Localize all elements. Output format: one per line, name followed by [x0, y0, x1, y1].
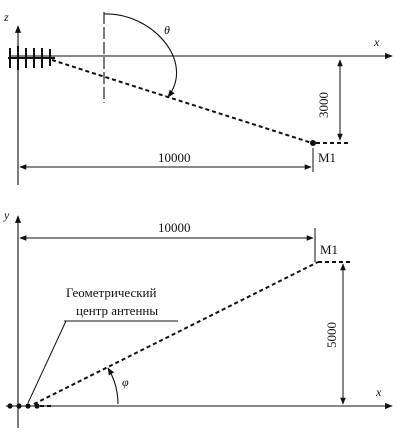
top-m1-label: M1	[318, 150, 336, 165]
bottom-x-axis-label: x	[375, 385, 382, 399]
bottom-line-to-m1	[33, 261, 319, 405]
bottom-vertical-dim-label: 5000	[324, 322, 339, 348]
top-z-axis-label: z	[3, 10, 9, 24]
top-point-m1	[310, 140, 316, 146]
top-horizontal-dim-label: 10000	[158, 150, 191, 165]
top-line-to-m1	[51, 59, 313, 144]
bottom-view: y x 10000 M1 5000 Геометрический центр а…	[3, 208, 393, 428]
center-label-line1: Геометрический	[66, 285, 157, 300]
center-leader-line	[27, 320, 67, 404]
bottom-antenna-elements	[7, 403, 52, 409]
phi-angle-arc	[107, 367, 119, 405]
bottom-y-axis-label: y	[3, 208, 10, 222]
top-view: z x θ M1 3000 10000	[3, 10, 393, 185]
bottom-horizontal-dim-label: 10000	[158, 220, 191, 235]
phi-label: φ	[122, 375, 129, 389]
center-label-line2: центр антенны	[76, 303, 158, 318]
theta-angle-arc	[103, 13, 178, 98]
antenna-array	[8, 46, 55, 70]
theta-label: θ	[164, 23, 170, 37]
top-vertical-dim-label: 3000	[316, 92, 331, 118]
bottom-m1-label: M1	[320, 242, 338, 257]
top-x-axis-label: x	[373, 35, 380, 49]
